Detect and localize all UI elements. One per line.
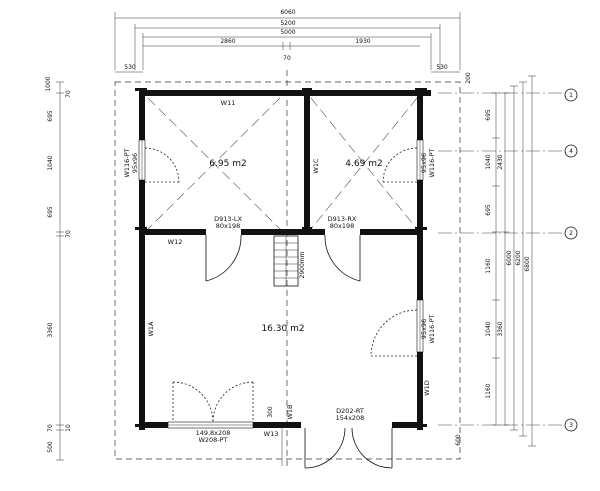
grid-axis-label: 4 (569, 148, 573, 155)
door-size-d913-rx: 80x198 (330, 222, 355, 230)
dim-right-6000: 6000 (506, 250, 513, 265)
dim-bottom-right-600: 600 (455, 434, 462, 446)
dim-top-70: 70 (283, 55, 291, 62)
grid-axis-marker (564, 144, 578, 158)
door-code-d913-lx: D913-LX (214, 215, 242, 223)
dim-right-1160a: 1160 (485, 258, 492, 273)
door-code-d202-rt: D202-RT (336, 407, 364, 415)
door-code-d913-rx: D913-RX (328, 215, 357, 223)
room-area-left: 6.95 m2 (209, 159, 246, 169)
stair-length: 2900mm (299, 251, 306, 278)
dim-right-2430: 2430 (497, 154, 504, 169)
grid-axis-marker (564, 418, 578, 432)
dim-left-70b: 70 (65, 230, 72, 238)
wall-middle-horizontal (139, 229, 423, 235)
dim-left-1040: 1040 (47, 155, 54, 170)
window-code-right-upper: W116-PT (428, 148, 436, 177)
stair: 2900mm (273, 235, 306, 287)
window-size-left: 95x96 (131, 153, 139, 173)
dim-right-6200: 6200 (515, 250, 522, 265)
grid-axes: 1 4 2 3 (438, 88, 578, 432)
dim-left-70a: 70 (65, 90, 72, 98)
window-size-right-upper: 95x96 (420, 153, 428, 173)
dim-left-500: 500 (47, 441, 54, 453)
dim-top-5200: 5200 (280, 20, 295, 27)
wall-bottom-right (392, 422, 423, 428)
room-diagonals (147, 97, 418, 230)
window-code-right-lower: W116-PT (428, 314, 436, 343)
walls (135, 88, 431, 430)
dim-top-right-200: 200 (465, 72, 472, 84)
grid-axis-label: 2 (569, 230, 573, 237)
dim-top-1930: 1930 (355, 38, 370, 45)
dim-right-1040b: 1040 (485, 321, 492, 336)
dim-right-3360: 3360 (497, 321, 504, 336)
wall-tag-w11: W11 (221, 99, 236, 107)
wall-tag-w12: W12 (168, 238, 183, 246)
window-size-bottom: 149.8x208 (196, 429, 231, 437)
dim-top-5000: 5000 (280, 29, 295, 36)
grid-axis-label: 1 (569, 92, 573, 99)
door-size-d913-lx: 80x198 (216, 222, 241, 230)
dim-top-right-530: 530 (436, 64, 448, 71)
dim-top-2860: 2860 (220, 38, 235, 45)
dim-right-6800: 6800 (524, 256, 531, 271)
dim-left-10: 10 (65, 424, 72, 432)
room-area-main: 16.30 m2 (261, 324, 304, 334)
grid-axis-label: 3 (569, 422, 573, 429)
right-dimension-chains: 695 1040 695 1160 1040 1160 2430 3360 60… (455, 75, 536, 447)
dim-left-695a: 695 (47, 110, 54, 122)
door-size-d202-rt: 154x208 (336, 414, 365, 422)
roof-overhang-outline (114, 81, 461, 460)
dim-left-3360: 3360 (47, 322, 54, 337)
window-code-left: W116-PT (123, 148, 131, 177)
door-swings (144, 147, 418, 469)
wall-right (417, 90, 423, 430)
wall-tag-w13: W13 (264, 430, 279, 438)
wall-tag-w1d: W1D (423, 380, 431, 396)
window-openings (138, 139, 424, 429)
wall-left (139, 90, 145, 430)
grid-axis-marker (564, 88, 578, 102)
window-code-bottom: W208-PT (198, 436, 227, 444)
dim-right-1040a: 1040 (485, 154, 492, 169)
dim-top-total: 6060 (280, 9, 295, 16)
wall-tag-w1a: W1A (147, 321, 155, 337)
door-small-300: 300 (267, 406, 274, 418)
room-area-right: 4.69 m2 (345, 159, 382, 169)
left-dimension-chain: 1000 70 695 1040 695 70 3360 70 10 500 (45, 76, 72, 461)
dim-right-1160b: 1160 (485, 383, 492, 398)
window-size-right-lower: 95x96 (420, 319, 428, 339)
wall-tag-w1c: W1C (312, 158, 320, 174)
wall-partition-vertical (304, 90, 310, 235)
dim-right-695b: 695 (485, 204, 492, 216)
dim-right-695a: 695 (485, 109, 492, 121)
dim-top-left-530: 530 (124, 64, 136, 71)
wall-top (139, 90, 431, 96)
grid-axis-marker (564, 226, 578, 240)
dim-left-695b: 695 (47, 206, 54, 218)
dim-left-1000: 1000 (45, 76, 52, 91)
dim-left-70c: 70 (47, 424, 54, 432)
top-dimension-chains: 6060 5200 5000 2860 1930 70 530 530 200 (114, 9, 472, 84)
wall-tag-w1b: W1B (286, 404, 294, 419)
